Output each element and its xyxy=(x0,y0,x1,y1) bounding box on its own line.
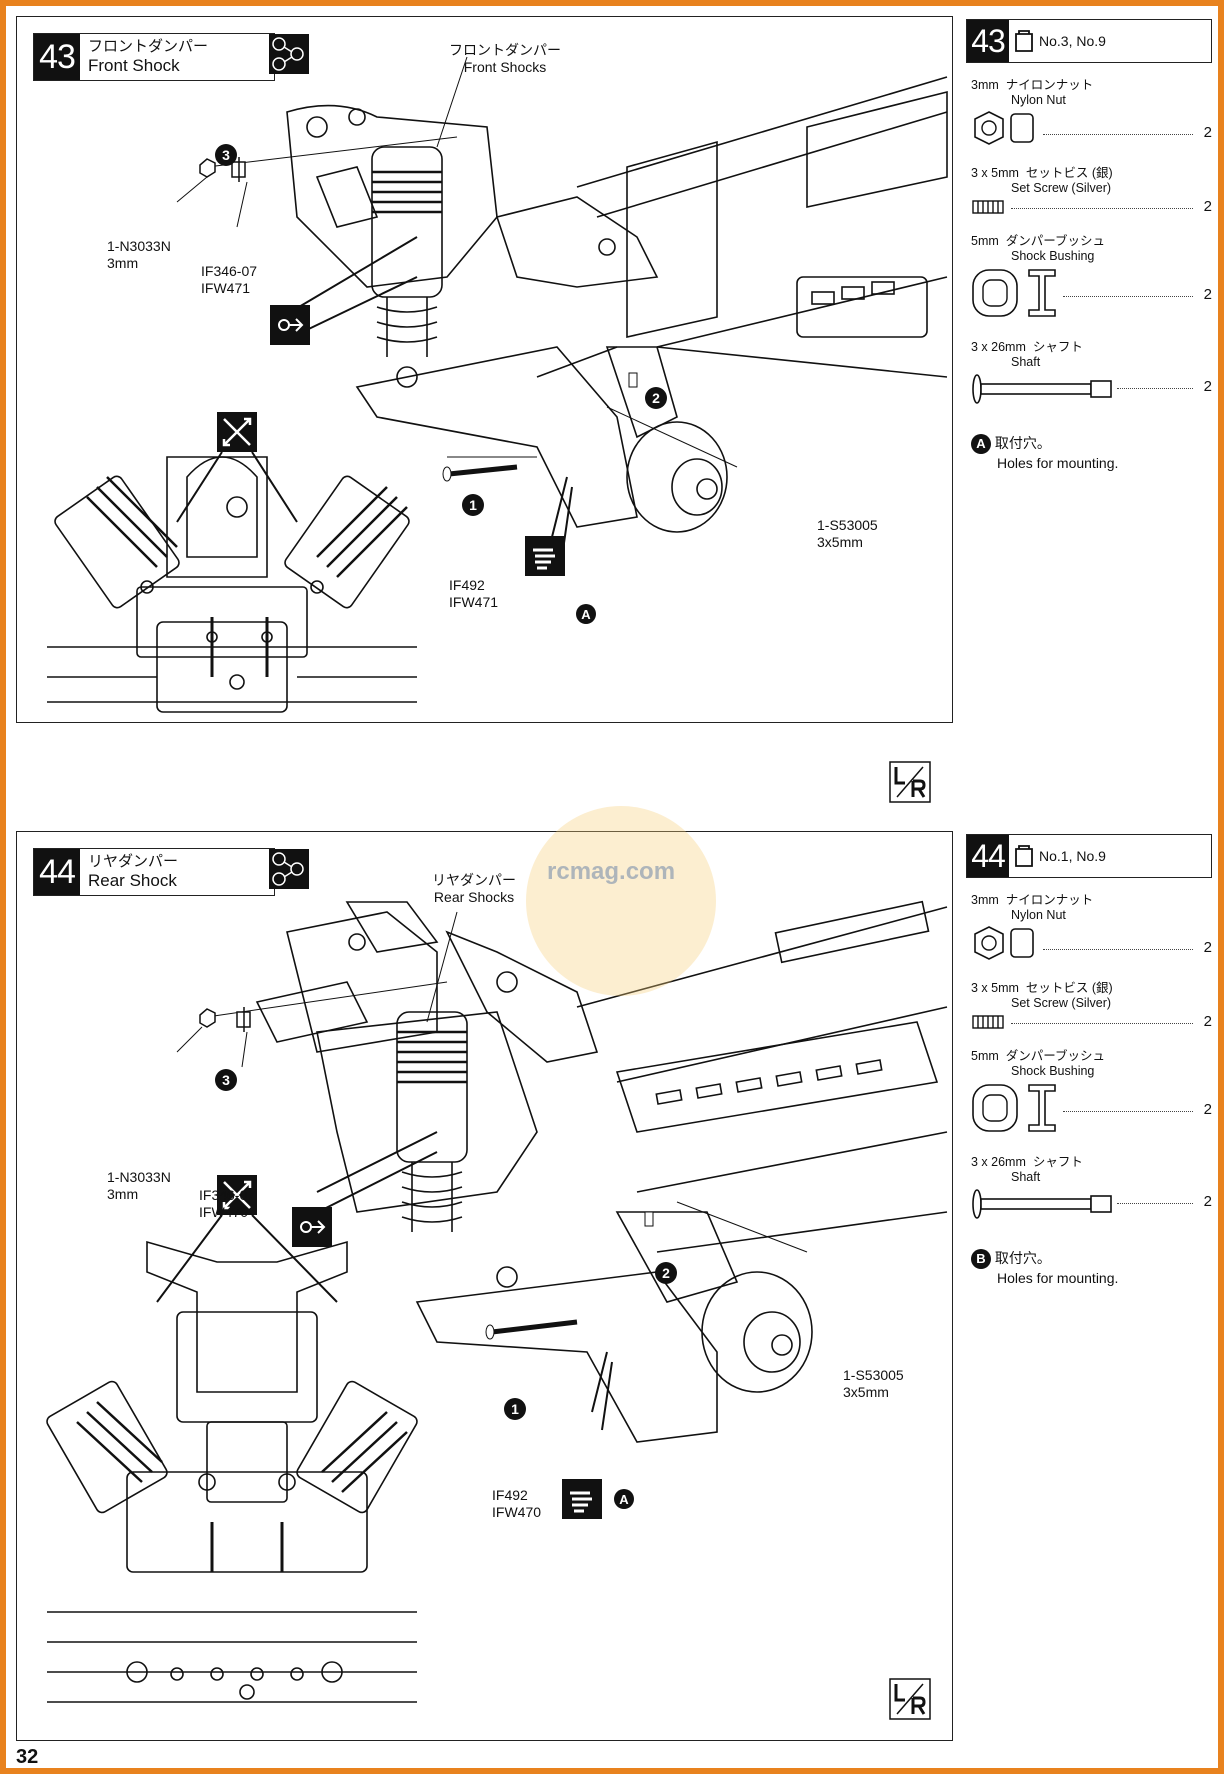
step-44-title: 44 リヤダンパー Rear Shock xyxy=(33,848,275,896)
parts-bag-icon xyxy=(1015,30,1033,52)
bushing-part-label: IF346-07 IFW471 xyxy=(201,263,258,296)
shaft-part-label: IF492 IFW470 xyxy=(492,1487,542,1520)
parts-bag-numbers: No.1, No.9 xyxy=(1039,848,1106,864)
part-qty: 2 xyxy=(1203,286,1212,303)
nylon-nut-icon xyxy=(974,111,1034,145)
shaft-icon xyxy=(972,374,1112,404)
parts-list-43-header: 43 No.3, No.9 xyxy=(966,19,1212,63)
mark-a: A xyxy=(576,604,596,624)
threadlock-icon xyxy=(292,1207,332,1247)
parts-list-number: 43 xyxy=(967,20,1009,62)
step-title-jp: リヤダンパー xyxy=(88,853,179,870)
part-set-screw: 3 x 5mm セットビス (銀)Set Screw (Silver) 2 xyxy=(971,981,1212,1030)
bushing-part-label: IF346-07 IFW470 xyxy=(199,1187,256,1220)
callout-3: 3 xyxy=(215,144,237,166)
part-qty: 2 xyxy=(1203,124,1212,141)
parts-bag-numbers: No.3, No.9 xyxy=(1039,33,1106,49)
shock-bushing-icon xyxy=(972,269,1056,317)
callout-1: 1 xyxy=(462,494,484,516)
threadlock-icon xyxy=(270,305,310,345)
callout-1: 1 xyxy=(504,1398,526,1420)
page-number: 32 xyxy=(16,1746,39,1768)
mounting-note-b: B 取付穴。 Holes for mounting. xyxy=(971,1249,1118,1287)
front-shock-assembly-drawing xyxy=(47,56,948,713)
step-title-en: Rear Shock xyxy=(88,871,177,890)
left-right-icon-43 xyxy=(889,761,931,803)
shaft-part-label: IF492 IFW471 xyxy=(449,577,499,610)
mark-a: A xyxy=(614,1489,634,1509)
callout-2: 2 xyxy=(645,387,667,409)
rear-shocks-label: リヤダンパー Rear Shocks xyxy=(432,872,516,905)
step-43-panel: 43 フロントダンパー Front Shock xyxy=(16,16,953,723)
hand-point-icon xyxy=(525,536,565,576)
parts-list-number: 44 xyxy=(967,835,1009,877)
order-123-icon xyxy=(269,34,309,74)
step-44-panel: 44 リヤダンパー Rear Shock xyxy=(16,831,953,1741)
nut-part-label: 1-N3033N 3mm xyxy=(107,238,171,271)
set-screw-icon xyxy=(972,1015,1004,1029)
part-qty: 2 xyxy=(1203,939,1212,956)
step-number: 43 xyxy=(34,34,80,80)
order-123-icon xyxy=(269,849,309,889)
watermark-text: rcmag.com xyxy=(547,858,676,885)
part-qty: 2 xyxy=(1203,1013,1212,1030)
callout-3: 3 xyxy=(215,1069,237,1091)
callout-2: 2 xyxy=(655,1262,677,1284)
screw-part-label: 1-S53005 3x5mm xyxy=(843,1367,904,1400)
shock-bushing-icon xyxy=(972,1084,1056,1132)
watermark-logo xyxy=(526,806,716,996)
parts-bag-icon xyxy=(1015,845,1033,867)
step-title-en: Front Shock xyxy=(88,56,180,75)
part-qty: 2 xyxy=(1203,198,1212,215)
nylon-nut-icon xyxy=(974,926,1034,960)
part-qty: 2 xyxy=(1203,1101,1212,1118)
step-number: 44 xyxy=(34,849,80,895)
part-qty: 2 xyxy=(1203,378,1212,395)
step-43-title: 43 フロントダンパー Front Shock xyxy=(33,33,275,81)
screw-part-label: 1-S53005 3x5mm xyxy=(817,517,878,550)
nut-part-label: 1-N3033N 3mm xyxy=(107,1169,171,1202)
set-screw-icon xyxy=(972,200,1004,214)
front-shocks-label: フロントダンパー Front Shocks xyxy=(449,42,561,75)
hand-point-icon xyxy=(562,1479,602,1519)
left-right-icon-44 xyxy=(889,1678,931,1720)
parts-list-44-header: 44 No.1, No.9 xyxy=(966,834,1212,878)
step-title-jp: フロントダンパー xyxy=(88,38,209,55)
shaft-icon xyxy=(972,1189,1112,1219)
part-qty: 2 xyxy=(1203,1193,1212,1210)
mounting-note-a: A 取付穴。 Holes for mounting. xyxy=(971,434,1118,472)
rear-shock-assembly-drawing xyxy=(46,900,948,1703)
part-set-screw: 3 x 5mm セットビス (銀)Set Screw (Silver) 2 xyxy=(971,166,1212,215)
